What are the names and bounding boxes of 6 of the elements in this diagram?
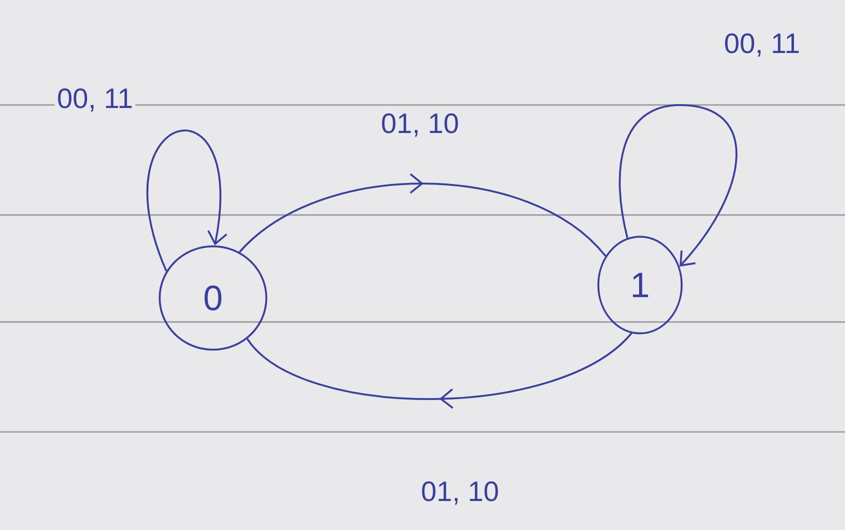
arrow	[618, 104, 738, 267]
edge-label: 00, 11	[54, 86, 136, 114]
edge-label: 00, 11	[722, 31, 802, 59]
edge-label: 01, 10	[418, 479, 502, 507]
arrow	[146, 130, 228, 272]
edge-label: 01, 10	[378, 111, 462, 139]
